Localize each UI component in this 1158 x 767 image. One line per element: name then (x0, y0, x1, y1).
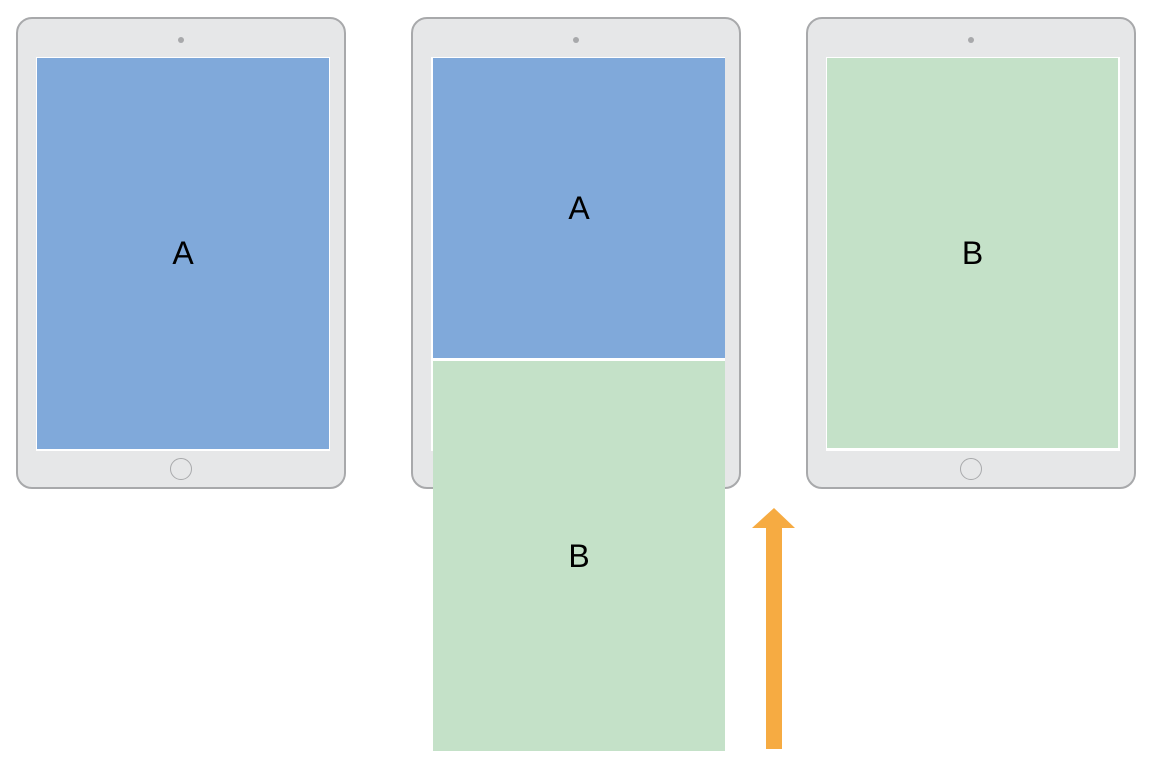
view-b-panel-sliding: B (433, 361, 725, 751)
view-a-panel: A (433, 58, 725, 358)
view-b-panel: B (827, 58, 1118, 448)
view-a-label: A (568, 189, 590, 226)
home-button (170, 458, 192, 480)
view-b-label: B (568, 537, 590, 574)
home-button (960, 458, 982, 480)
camera-dot (968, 37, 974, 43)
view-a-label: A (172, 235, 194, 271)
camera-dot (178, 37, 184, 43)
view-b-label: B (961, 234, 984, 271)
camera-dot (573, 37, 579, 43)
view-a-panel: A (37, 58, 329, 449)
slide-up-arrow-icon (752, 508, 795, 749)
